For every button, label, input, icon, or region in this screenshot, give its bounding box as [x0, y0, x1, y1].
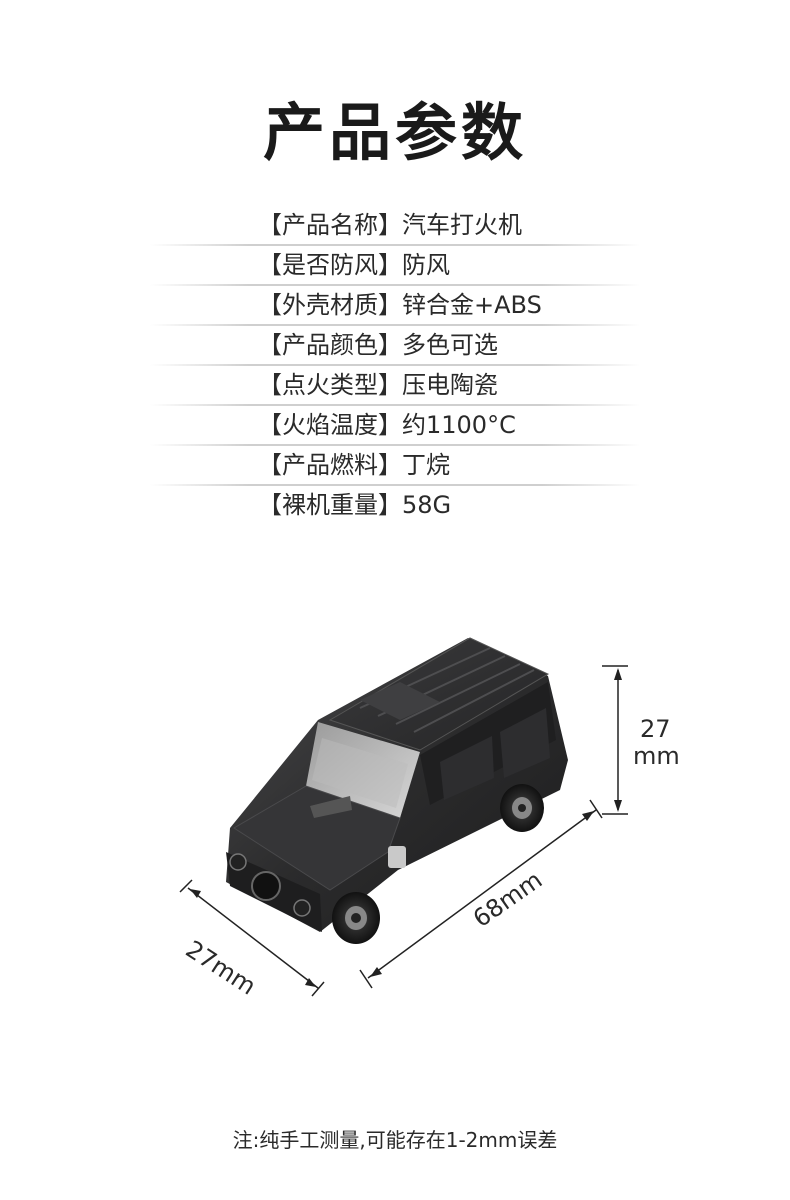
spec-flame-temperature: 【火焰温度】约1100°C [258, 411, 516, 439]
spec-shell-material: 【外壳材质】锌合金+ABS [258, 291, 542, 319]
spec-windproof: 【是否防风】防风 [258, 251, 450, 279]
spec-row: 【裸机重量】58G [0, 486, 790, 526]
spec-divider [150, 364, 640, 366]
spec-row: 【火焰温度】约1100°C [0, 406, 790, 446]
width-dimension-line [179, 879, 325, 997]
spec-row: 【产品燃料】丁烷 [0, 446, 790, 486]
spec-divider [150, 404, 640, 406]
car-wheel [332, 892, 380, 944]
spec-row: 【产品名称】汽车打火机 [0, 206, 790, 246]
product-dimension-figure: 27 mm 68mm 27mm [0, 590, 790, 1020]
spec-row: 【是否防风】防风 [0, 246, 790, 286]
spec-row: 【外壳材质】锌合金+ABS [0, 286, 790, 326]
height-dimension-line [602, 665, 628, 815]
spec-row: 【产品颜色】多色可选 [0, 326, 790, 366]
height-value-label: 27 [640, 715, 671, 743]
length-dimension-line [359, 799, 603, 989]
spec-weight: 【裸机重量】58G [258, 491, 452, 519]
spec-divider [150, 324, 640, 326]
spec-color: 【产品颜色】多色可选 [258, 331, 498, 359]
spec-divider [150, 244, 640, 246]
spec-fuel: 【产品燃料】丁烷 [258, 451, 450, 479]
car-body [226, 637, 568, 932]
measurement-footnote: 注:纯手工测量,可能存在1-2mm误差 [232, 1128, 558, 1152]
spec-divider [150, 284, 640, 286]
spec-ignition-type: 【点火类型】压电陶瓷 [258, 371, 498, 399]
car-lighter-illustration [179, 637, 628, 997]
height-unit-label: mm [633, 742, 680, 770]
car-wheel [500, 784, 544, 832]
spec-divider [150, 444, 640, 446]
spec-divider [150, 484, 640, 486]
page-title: 产品参数 [262, 96, 527, 169]
spec-list: 【产品名称】汽车打火机 【是否防风】防风 【外壳材质】锌合金+ABS 【产品颜色… [0, 206, 790, 526]
spec-product-name: 【产品名称】汽车打火机 [258, 211, 522, 239]
spec-row: 【点火类型】压电陶瓷 [0, 366, 790, 406]
